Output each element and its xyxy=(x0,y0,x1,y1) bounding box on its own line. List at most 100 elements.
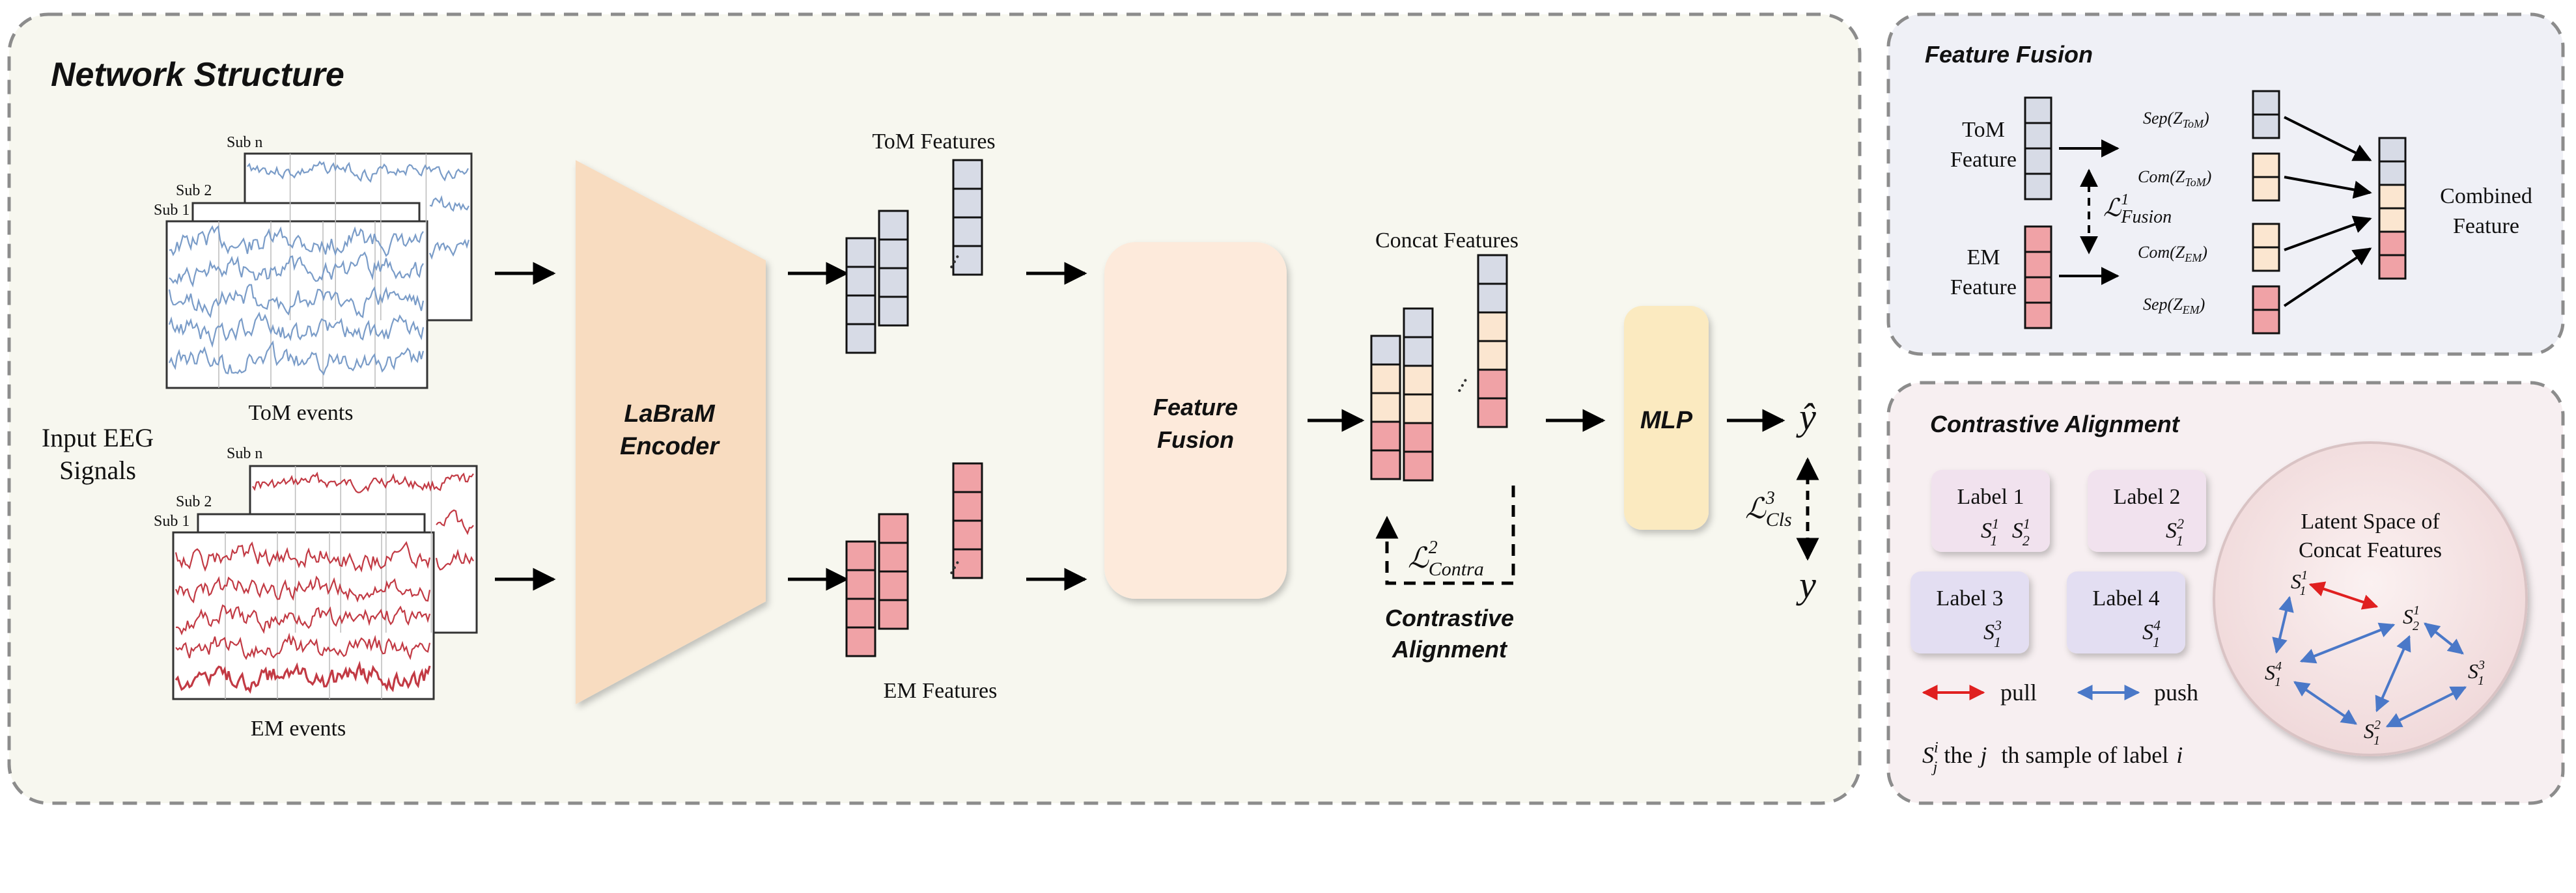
fp-com-em: Com(ZEM) xyxy=(2138,243,2207,264)
concat-vector-2-cell xyxy=(1403,393,1434,424)
concat-vector-1-cell xyxy=(1370,363,1401,394)
tom-vector-1 xyxy=(845,237,876,354)
tom-vector-3-cell xyxy=(952,187,983,219)
latent-push-s41-s21 xyxy=(2293,681,2357,725)
concat-vector-1-cell xyxy=(1370,392,1401,423)
concat-vector-1-cell xyxy=(1370,420,1401,452)
latent-title-line2: Concat Features xyxy=(2299,538,2442,562)
network-title: Network Structure xyxy=(51,56,344,94)
fp-com-tom: Com(ZToM) xyxy=(2138,167,2211,189)
eeg-trace xyxy=(169,225,424,257)
labram-encoder xyxy=(576,160,766,704)
fp-combined-cell-stack-cell xyxy=(2378,184,2407,210)
fp-tom-vector xyxy=(2024,96,2052,200)
input-label-line1: Input EEG xyxy=(42,423,154,452)
contrastive-loss-loop xyxy=(1375,486,1515,585)
concat-vector-2-cell xyxy=(1403,364,1434,396)
tom-vector-3-cell xyxy=(952,216,983,247)
tom-sub-2: Sub 2 xyxy=(176,182,212,199)
fp-combined-cell-stack-cell xyxy=(2378,137,2407,163)
fp-arrow-sep-tom xyxy=(2284,116,2372,161)
fp-split-cell xyxy=(2252,285,2280,311)
em-vector-3-cell xyxy=(952,548,983,579)
pull-label: pull xyxy=(2000,680,2037,706)
em-vector-1-cell xyxy=(845,626,876,657)
tom-events-label: ToM events xyxy=(249,401,354,425)
tom-sub-1: Sub 1 xyxy=(154,202,189,219)
tom-vector-2 xyxy=(878,210,909,327)
em-vector-1 xyxy=(845,540,876,657)
em-vector-1-cell xyxy=(845,569,876,600)
encoder-label-line2: Encoder xyxy=(620,433,720,460)
mlp-label: MLP xyxy=(1640,407,1693,434)
label-4-name: Label 4 xyxy=(2093,586,2160,611)
concat-vector-2-cell xyxy=(1403,307,1434,338)
fusion-box-line1: Feature xyxy=(1153,394,1238,420)
concat-vector-1 xyxy=(1370,335,1401,480)
eeg-trace xyxy=(436,509,474,536)
eeg-trace xyxy=(168,340,425,376)
contrastive-alignment-line2: Alignment xyxy=(1392,636,1508,663)
tom-vector-2-cell xyxy=(878,267,909,298)
em-sub-1: Sub 1 xyxy=(154,513,189,530)
fp-combined-cell-stack-cell xyxy=(2378,254,2407,280)
em-vector-3-cell xyxy=(952,491,983,522)
fp-tom-cell-stack-cell xyxy=(2024,172,2052,200)
fp-split-cell xyxy=(2252,246,2280,272)
fp-tom-cell-stack xyxy=(2024,96,2052,200)
y-true: y xyxy=(1796,564,1816,606)
eeg-trace xyxy=(168,311,425,348)
latent-push-s21-s31 xyxy=(2385,686,2467,728)
tom-feature-vectors xyxy=(845,159,983,354)
label-4-card xyxy=(2067,571,2185,653)
concat-vector-3-cell xyxy=(1477,340,1508,371)
fp-split-cell xyxy=(2252,152,2280,178)
fp-em-cell-stack xyxy=(2024,225,2052,329)
em-vector-3-cell xyxy=(952,519,983,551)
fp-split-cell xyxy=(2252,176,2280,202)
fp-combined-cell-stack-cell xyxy=(2378,230,2407,256)
fp-em-line2: Feature xyxy=(1950,275,2017,299)
fp-split-cell xyxy=(2252,90,2280,116)
em-vector-2-cell xyxy=(878,570,909,601)
eeg-trace xyxy=(175,604,431,636)
fp-split-cell xyxy=(2252,223,2280,249)
concat-vector-3-cell xyxy=(1477,254,1508,285)
label-3-card xyxy=(1911,571,2029,653)
tom-vector-2-cell xyxy=(878,238,909,269)
fp-combined-cell-stack xyxy=(2378,137,2407,280)
fp-sep-tom: Sep(ZToM) xyxy=(2143,109,2209,130)
y-hat: ŷ xyxy=(1796,396,1816,438)
fp-arrow-com-tom xyxy=(2284,176,2372,199)
eeg-trace xyxy=(247,160,469,183)
eeg-trace xyxy=(175,632,431,661)
fp-arrow-com-em xyxy=(2284,215,2372,251)
fp-combined-line1: Combined xyxy=(2440,184,2532,208)
fp-combined-cell-stack-cell xyxy=(2378,160,2407,186)
eeg-trace xyxy=(169,251,424,288)
em-feature-vectors xyxy=(845,462,983,657)
fp-combined-line2: Feature xyxy=(2453,214,2519,238)
latent-space-circle xyxy=(2213,441,2528,756)
eeg-trace xyxy=(175,575,431,604)
concat-vector-3-cell xyxy=(1477,368,1508,400)
concat-vector-1-cell xyxy=(1370,449,1401,480)
concat-vector-2-cell xyxy=(1403,336,1434,367)
tom-vector-3-cell xyxy=(952,159,983,190)
fp-split-cells xyxy=(2252,90,2280,335)
input-label-line2: Signals xyxy=(59,456,136,485)
label-2-name: Label 2 xyxy=(2114,485,2181,509)
eeg-trace xyxy=(175,660,431,694)
fp-em-cell-stack-cell xyxy=(2024,301,2052,329)
em-vector-1-cell xyxy=(845,540,876,571)
tom-features-label: ToM Features xyxy=(872,130,995,154)
